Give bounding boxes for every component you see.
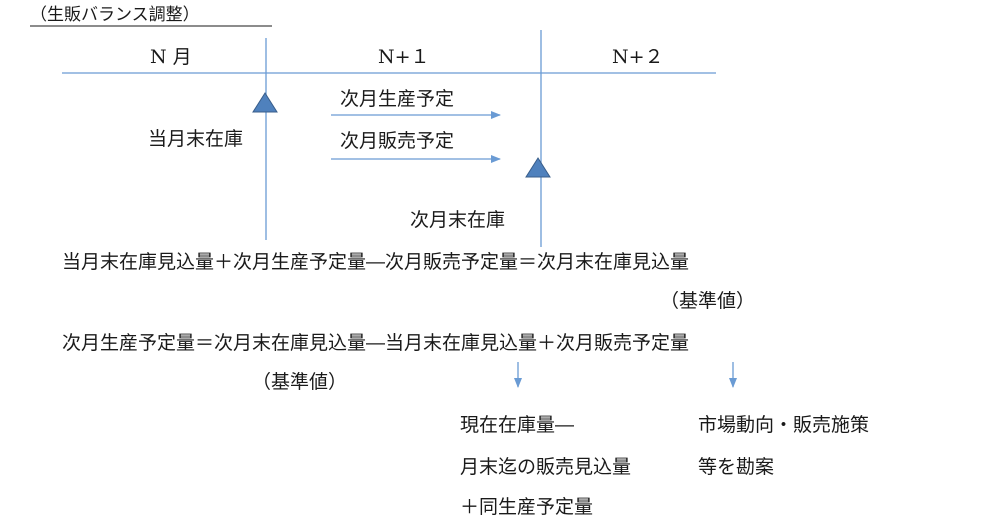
month-n2-label: N+２	[612, 46, 664, 68]
month-n1-label: N+１	[378, 46, 430, 68]
equation-1: 当月末在庫見込量＋次月生産予定量―次月販売予定量＝次月末在庫見込量	[62, 251, 690, 273]
equation-2: 次月生産予定量＝次月末在庫見込量―当月末在庫見込量＋次月販売予定量	[62, 332, 690, 354]
next-month-end-inventory-label: 次月末在庫	[410, 209, 506, 231]
equation-1-note: （基準値）	[660, 290, 756, 312]
inventory-breakdown-line-2: 月末迄の販売見込量	[460, 456, 632, 478]
diagram-heading: （生販バランス調整）	[30, 5, 200, 25]
equation-2-note: （基準値）	[252, 371, 348, 393]
sales-breakdown-line-2: 等を勘案	[698, 456, 775, 478]
sales-breakdown-line-1: 市場動向・販売施策	[698, 414, 870, 436]
month-n-label: N 月	[150, 46, 192, 68]
production-plan-label: 次月生産予定	[340, 88, 455, 110]
inventory-breakdown-line-3: ＋同生産予定量	[460, 496, 594, 518]
next-month-end-inventory-marker	[525, 157, 551, 178]
sales-plan-label: 次月販売予定	[340, 130, 455, 152]
current-month-end-inventory-label: 当月末在庫	[148, 128, 244, 150]
inventory-breakdown-line-1: 現在在庫量―	[460, 414, 575, 436]
current-month-end-inventory-marker	[252, 92, 278, 113]
